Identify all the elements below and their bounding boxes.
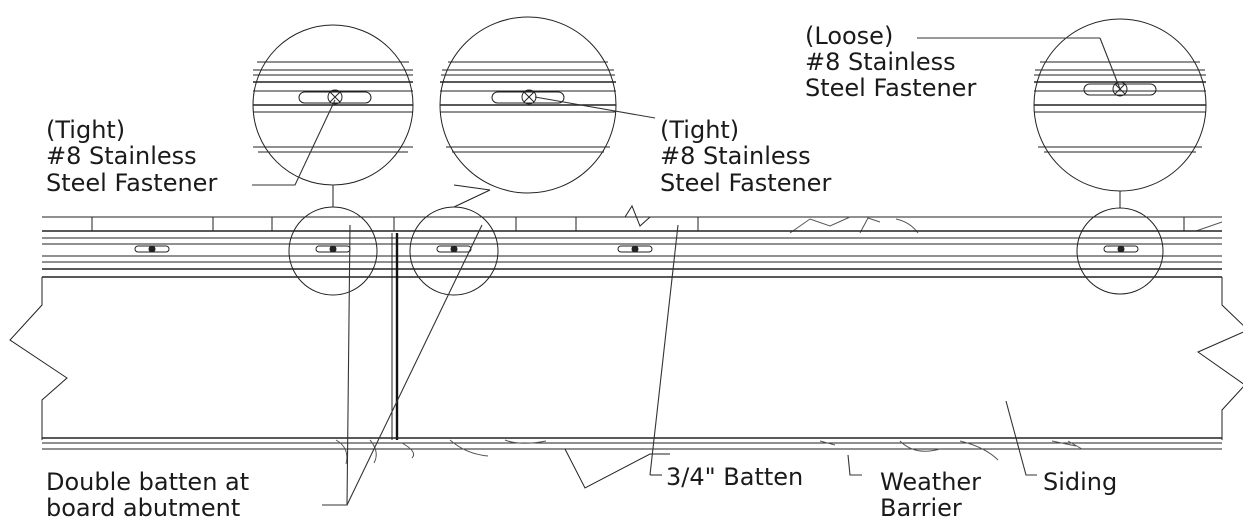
- label-line: Steel Fastener: [805, 74, 976, 102]
- label-line: (Tight): [660, 116, 739, 144]
- label-line: board abutment: [46, 494, 240, 522]
- label-line: Steel Fastener: [46, 169, 217, 197]
- siding-body-breaks: [9, 277, 1243, 440]
- fastener-slot: [315, 245, 351, 253]
- label-line: #8 Stainless: [660, 142, 811, 170]
- batten-abutment-joint: [391, 233, 399, 440]
- label-line: #8 Stainless: [805, 48, 956, 76]
- label-line: Double batten at: [46, 468, 249, 496]
- label-line: Siding: [1043, 468, 1117, 496]
- label-tight-middle: (Tight) #8 Stainless Steel Fastener: [660, 116, 831, 197]
- label-siding: Siding: [1043, 468, 1117, 496]
- fastener-slots: [134, 245, 1139, 253]
- fastener-slot: [134, 245, 170, 253]
- magnified-detail-right: [1033, 18, 1207, 208]
- label-line: Barrier: [880, 494, 962, 522]
- label-batten: 3/4" Batten: [666, 463, 803, 491]
- assembly: [9, 204, 1243, 489]
- label-line: (Loose): [805, 22, 893, 50]
- label-weather-barrier: Weather Barrier: [880, 468, 981, 522]
- fastener-slot: [617, 245, 653, 253]
- label-line: #8 Stainless: [46, 142, 197, 170]
- label-double-batten: Double batten at board abutment: [46, 468, 249, 522]
- label-loose-right: (Loose) #8 Stainless Steel Fastener: [805, 22, 976, 102]
- magnified-detail-middle: [439, 16, 617, 208]
- bottom-batten-band: [42, 437, 1222, 489]
- top-siding-boards: [42, 204, 1223, 234]
- label-line: 3/4" Batten: [666, 463, 803, 491]
- magnified-detail-left: [252, 24, 414, 207]
- batten-band: [42, 230, 1222, 278]
- label-tight-left: (Tight) #8 Stainless Steel Fastener: [46, 116, 217, 197]
- label-line: Steel Fastener: [660, 169, 831, 197]
- fastener-slot: [436, 245, 472, 253]
- label-line: Weather: [880, 468, 981, 496]
- fastener-slot: [1103, 245, 1139, 253]
- detail-callout-circles: [288, 206, 1164, 296]
- leader-lines: [252, 37, 1121, 506]
- label-line: (Tight): [46, 116, 125, 144]
